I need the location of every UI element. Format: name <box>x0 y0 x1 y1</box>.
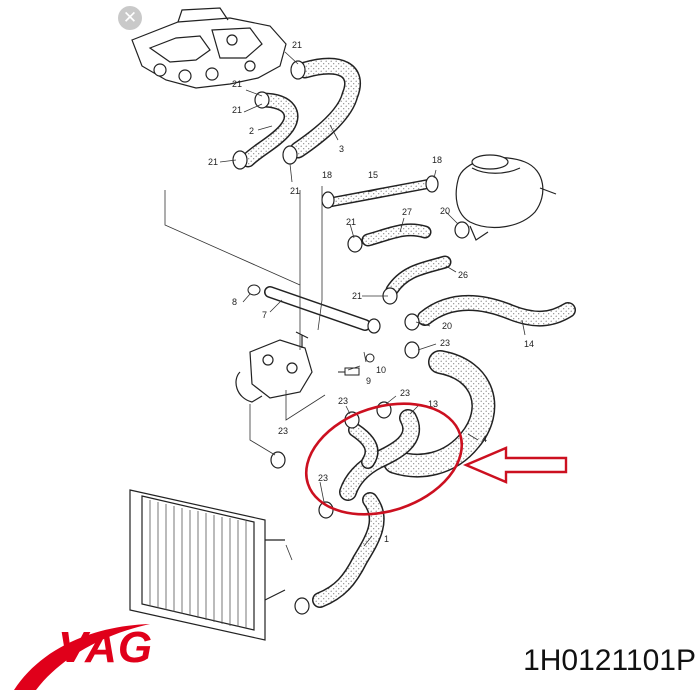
callout-8: 8 <box>232 297 237 307</box>
callout-2: 2 <box>249 126 254 136</box>
callout-4: 4 <box>482 434 487 444</box>
callout-21: 21 <box>232 79 242 89</box>
expansion-tank <box>455 154 557 241</box>
thermostat-housing <box>235 331 313 403</box>
callout-20: 20 <box>442 321 452 331</box>
callout-3: 3 <box>339 144 344 154</box>
highlight-arrow <box>462 446 568 484</box>
callout-21: 21 <box>208 157 218 167</box>
callout-23: 23 <box>400 388 410 398</box>
hose-27 <box>361 223 432 247</box>
bolt-9 <box>338 367 360 376</box>
callout-9: 9 <box>366 376 371 386</box>
callout-10: 10 <box>376 365 386 375</box>
callout-21: 21 <box>292 40 302 50</box>
radiator <box>129 489 286 641</box>
callout-1: 1 <box>384 534 389 544</box>
callout-15: 15 <box>368 170 378 180</box>
hose-4 <box>383 350 496 478</box>
callout-14: 14 <box>524 339 534 349</box>
callout-18: 18 <box>432 155 442 165</box>
callout-21: 21 <box>346 217 356 227</box>
hose-14 <box>417 295 576 327</box>
callout-23: 23 <box>278 426 288 436</box>
callout-7: 7 <box>262 310 267 320</box>
callout-23: 23 <box>338 396 348 406</box>
hose-2 <box>240 92 299 168</box>
vag-logo: VAG <box>58 623 154 672</box>
hose-clamps <box>232 60 470 615</box>
close-icon: ✕ <box>122 8 138 27</box>
callout-26: 26 <box>458 270 468 280</box>
part-number: 1H0121101P <box>523 644 696 677</box>
engine-block <box>131 7 287 89</box>
callout-20: 20 <box>440 206 450 216</box>
callout-21: 21 <box>232 105 242 115</box>
callout-23: 23 <box>440 338 450 348</box>
leader-lines <box>164 51 526 561</box>
o-ring-8 <box>247 284 261 296</box>
washer-10 <box>365 353 375 363</box>
pipe-7 <box>264 286 371 331</box>
callout-21: 21 <box>290 186 300 196</box>
hose-26 <box>385 255 452 297</box>
highlight-circle <box>304 402 464 516</box>
callout-27: 27 <box>402 207 412 217</box>
callout-23: 23 <box>318 473 328 483</box>
vag-logo-swoosh <box>14 624 150 690</box>
hose-13 <box>339 409 421 501</box>
callout-labels: 21 21 21 2 21 21 3 18 15 18 20 21 27 26 … <box>208 40 534 544</box>
hose-3 <box>289 57 362 159</box>
pipe-15 <box>327 179 433 207</box>
hose-1 <box>312 492 385 608</box>
callout-21: 21 <box>352 291 362 301</box>
callout-13: 13 <box>428 399 438 409</box>
callout-18: 18 <box>322 170 332 180</box>
close-button[interactable]: ✕ <box>118 6 142 30</box>
